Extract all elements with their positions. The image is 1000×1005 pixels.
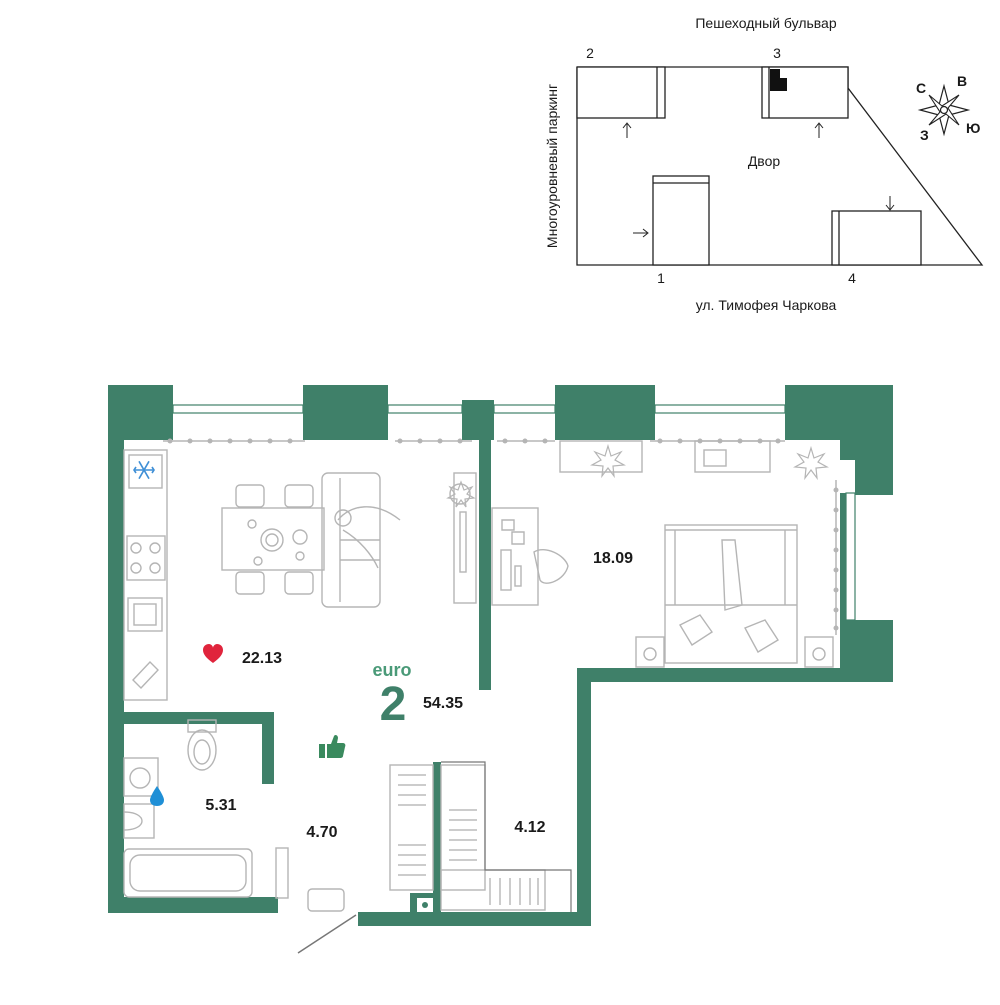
heart-icon [203,644,223,663]
shoe-rack [275,847,289,899]
site-plan-labels: Пешеходный бульвар ул. Тимофея Чаркова М… [544,15,856,313]
nightstand-right [804,636,834,668]
wardrobe-area: 4.12 [514,819,545,836]
building-2-number: 2 [586,45,594,61]
apartment-total-area: 54.35 [423,695,463,712]
room-labels: 22.13 18.09 5.31 4.70 4.12 [205,550,633,841]
stove [126,535,166,581]
thumbs-up-icon [319,734,346,758]
compass-west: З [920,127,929,143]
building-4-number: 4 [848,270,856,286]
street-left-label: Многоуровневый паркинг [544,84,560,248]
washing-machine [123,757,159,797]
building-3-number: 3 [773,45,781,61]
pipe-dot [422,902,428,908]
kitchen-sink [127,597,163,632]
outer-walls [108,385,893,926]
building-3-marker [770,69,787,91]
apartment-summary: euro 2 54.35 [372,660,463,731]
entrance-door [297,914,357,954]
wardrobe-left [389,764,434,891]
compass-north: С [916,80,926,96]
bedroom-shelf-left [559,440,643,473]
hall-pouf [307,888,345,912]
site-plan [576,66,984,266]
yard-label: Двор [748,153,781,169]
kitchen-counter [123,449,168,701]
bath-sink [123,803,155,839]
snowflake-icon [133,460,155,480]
hallway-area: 4.70 [306,824,337,841]
water-drop-icon [150,786,164,806]
plants [446,443,829,508]
building-1 [652,175,710,266]
toilet [187,719,217,733]
compass-east: В [957,73,967,89]
furniture [123,440,834,954]
bedroom-area: 18.09 [593,550,633,567]
building-2 [576,66,666,119]
building-4 [831,210,922,266]
kitchen-living-area: 22.13 [242,650,282,667]
street-bottom-label: ул. Тимофея Чаркова [696,297,837,313]
curtain-hooks [167,438,839,631]
bed [664,524,798,664]
compass-south: Ю [966,120,980,136]
compass-icon [917,83,971,137]
street-top-label: Пешеходный бульвар [695,15,836,31]
building-1-number: 1 [657,270,665,286]
windows [172,404,856,621]
dining-table [221,507,325,571]
wardrobe-right [440,764,486,891]
bedroom-shelf-right [694,440,771,473]
curtains [163,440,837,635]
desk [491,507,539,606]
apartment-rooms-count: 2 [380,678,407,731]
nightstand-left [635,636,665,668]
bathroom-area: 5.31 [205,797,236,814]
entrance-arrow-icon [622,122,895,238]
bathtub [123,848,253,898]
compass-labels: С В Ю З [916,73,980,143]
apartment-type-word: euro [372,660,411,680]
tv-stand [453,472,477,604]
